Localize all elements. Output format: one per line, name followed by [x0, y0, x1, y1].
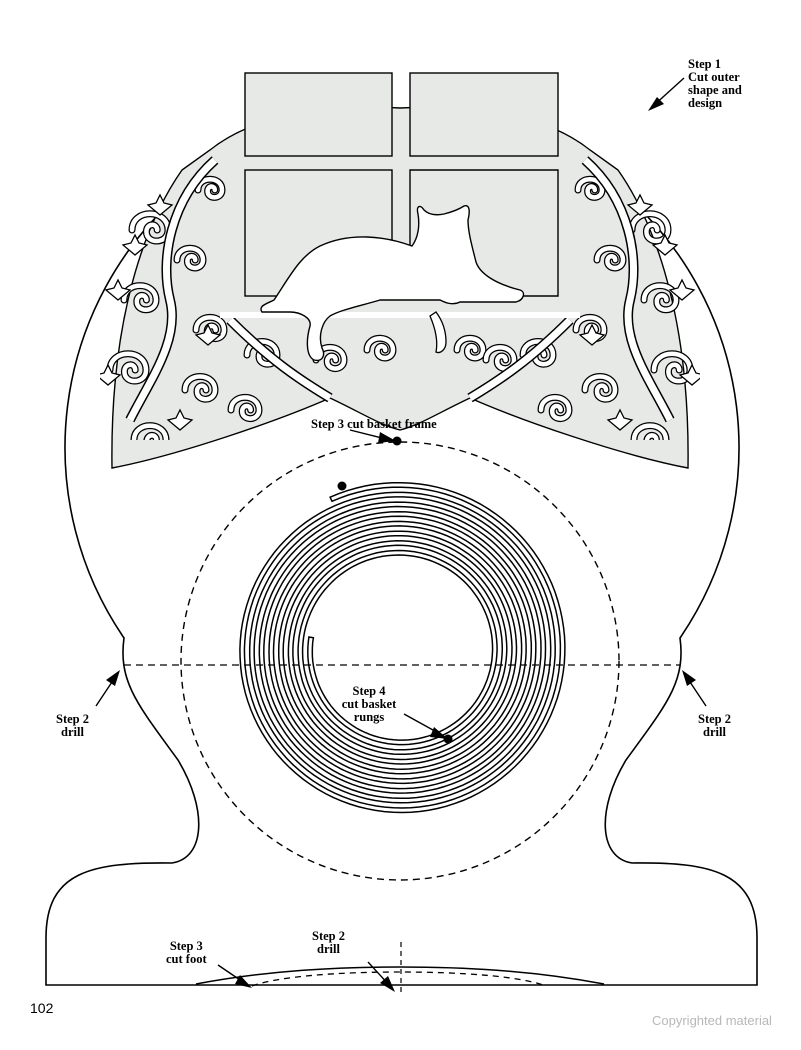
leaf [166, 408, 194, 431]
leaf [678, 363, 700, 386]
leaf [578, 323, 606, 346]
leaf [606, 408, 634, 431]
leaf [100, 363, 122, 386]
scroll-curl-fill [483, 345, 517, 371]
vine-stem [582, 157, 674, 422]
leaf [104, 278, 132, 301]
vine-stem [227, 317, 332, 402]
arrow-step2-left [95, 670, 120, 707]
scroll-curl-fill [631, 423, 669, 440]
window [244, 72, 559, 297]
foot-cut-line [195, 966, 605, 985]
scroll-curl-fill [131, 423, 169, 440]
scroll-curl-fill [594, 246, 626, 271]
drill-dot-frame [392, 436, 402, 446]
cat-tail [429, 311, 447, 354]
arrow-step1 [648, 77, 685, 111]
scroll-curl-fill [174, 246, 206, 271]
scroll-curl-fill [195, 176, 225, 200]
scroll-curl-fill [182, 374, 218, 402]
scroll-curl-fill [582, 374, 618, 402]
scroll-curl-fill [651, 351, 693, 384]
copyright-notice: Copyrighted material [652, 1013, 772, 1028]
leaf [146, 193, 174, 216]
arrow-step3-frame [349, 429, 396, 443]
scroll-curl-fill [364, 336, 396, 361]
window-pane-top-right [409, 72, 559, 157]
leaf [121, 233, 149, 256]
cat-silhouette [260, 205, 525, 362]
page-number: 102 [30, 1000, 54, 1016]
scroll-curl-fill [313, 345, 347, 371]
scroll-curl-fill [575, 176, 605, 200]
arrow-step4 [403, 713, 448, 739]
scroll-curl-fill [629, 211, 671, 244]
window-sill [220, 312, 580, 318]
scroll-curl-fill [121, 283, 159, 313]
leaf [194, 323, 222, 346]
vine-stem [468, 317, 573, 402]
scroll-curl-fill [228, 395, 262, 421]
drill-dot-spiral-start [337, 481, 347, 491]
window-pane-top-left [244, 72, 393, 157]
scroll-curl-fill [129, 211, 171, 244]
arrow-step2-bottom [367, 961, 395, 992]
arrow-step2-right [682, 670, 707, 707]
foot-dashed-ellipse [251, 971, 547, 987]
leaf [668, 278, 696, 301]
step3-frame-label: Step 3 cut basket frame [311, 417, 437, 431]
scroll-design [100, 156, 700, 440]
leaf [626, 193, 654, 216]
scroll-curl-fill [538, 395, 572, 421]
scroll-curl-fill [107, 351, 149, 384]
vine-stem [126, 157, 218, 422]
scroll-curl-fill [454, 336, 486, 361]
scroll-curl-fill [641, 283, 679, 313]
leaf [651, 233, 679, 256]
basket-rungs-spiral [239, 481, 566, 814]
basket-frame-dashed-circle [180, 441, 620, 881]
arrows [95, 77, 707, 992]
arrow-step3-foot [217, 964, 252, 988]
